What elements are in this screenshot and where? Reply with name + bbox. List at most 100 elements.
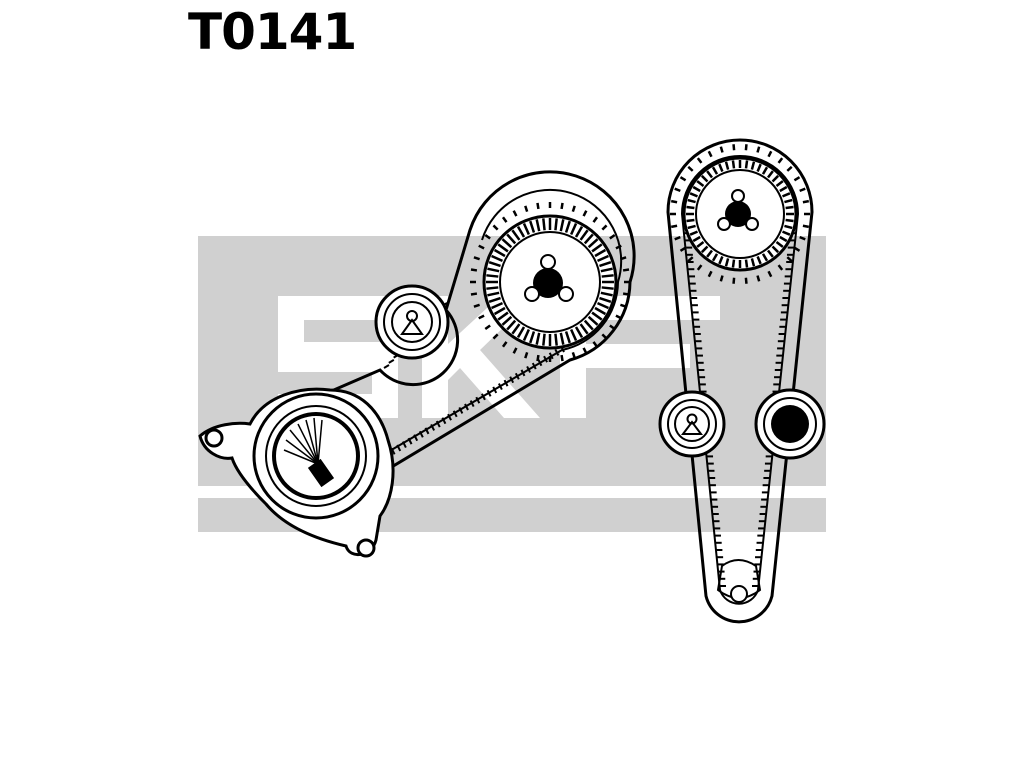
belt-tooth xyxy=(413,434,419,442)
gear-tooth xyxy=(594,248,607,258)
gear-tooth xyxy=(570,328,578,341)
gear-tooth xyxy=(501,341,508,348)
gear-tooth xyxy=(522,328,530,341)
belt-tooth xyxy=(526,366,532,373)
gear-tooth xyxy=(756,163,762,172)
gear-tooth xyxy=(744,144,748,151)
timing-belt-short xyxy=(666,138,814,624)
gear-tooth xyxy=(484,324,491,331)
gear-tooth xyxy=(579,229,589,241)
gear-tooth xyxy=(777,264,784,271)
gear-tooth xyxy=(750,258,756,267)
idler-left-hub-icon xyxy=(681,413,703,435)
gear-tooth xyxy=(594,306,607,316)
belt-tooth xyxy=(424,427,430,435)
belt-tooth xyxy=(383,364,390,369)
gear-tooth xyxy=(700,174,709,183)
gear-tooth xyxy=(487,291,500,297)
gear-tooth xyxy=(782,230,791,236)
gear-tooth xyxy=(706,170,713,179)
gear-tooth xyxy=(583,319,594,331)
gear-tooth xyxy=(486,286,499,290)
gear-tooth xyxy=(601,333,608,340)
belt-tooth xyxy=(497,383,503,390)
gear-tooth xyxy=(591,243,603,253)
watermark-letter-s xyxy=(278,296,398,418)
gear-tooth xyxy=(779,235,788,243)
upper-pulley-teeth xyxy=(686,160,794,268)
camshaft-pulley-teeth xyxy=(486,218,614,346)
belt-tooth xyxy=(531,362,537,370)
gear-tooth xyxy=(674,235,681,241)
gear-tooth xyxy=(511,229,521,241)
gear-tooth xyxy=(491,302,504,310)
belt-tooth xyxy=(458,406,464,414)
gear-tooth xyxy=(767,170,774,179)
gear-tooth xyxy=(767,270,773,278)
belt-tooth xyxy=(401,441,407,448)
gear-tooth xyxy=(536,202,540,210)
gear-tooth xyxy=(785,218,794,223)
idler-pulley-left xyxy=(658,390,726,458)
gear-tooth xyxy=(775,180,784,187)
gear-tooth xyxy=(478,314,485,320)
gear-tooth xyxy=(793,176,801,182)
gear-tooth xyxy=(599,296,612,303)
gear-tooth xyxy=(756,275,761,282)
gear-tooth xyxy=(744,259,749,268)
gear-tooth xyxy=(696,264,703,271)
gear-tooth xyxy=(506,233,517,245)
gear-tooth xyxy=(777,157,784,164)
belt-tooth xyxy=(537,359,543,367)
gear-tooth xyxy=(686,205,695,210)
gear-tooth xyxy=(775,241,784,248)
gear-tooth xyxy=(696,241,705,248)
gear-tooth xyxy=(579,323,589,335)
gear-tooth xyxy=(564,220,571,233)
tensioner-hub-icon xyxy=(400,310,424,335)
gear-tooth xyxy=(501,238,513,249)
gear-tooth xyxy=(478,244,485,250)
gear-tooth xyxy=(554,218,558,231)
gear-tooth xyxy=(600,291,613,297)
gear-tooth xyxy=(802,224,810,229)
belt-tooth xyxy=(509,376,515,384)
gear-tooth xyxy=(670,199,678,204)
gear-tooth xyxy=(719,146,724,153)
gear-tooth xyxy=(782,192,791,198)
belt-long-teeth xyxy=(368,202,630,469)
gear-tooth xyxy=(536,354,540,362)
gear-tooth xyxy=(512,347,518,354)
gear-tooth xyxy=(784,198,793,204)
gear-tooth xyxy=(529,331,536,344)
belt-tooth xyxy=(543,355,548,363)
gear-tooth xyxy=(799,235,806,241)
gear-tooth xyxy=(488,296,501,303)
gear-tooth xyxy=(609,233,616,240)
gear-tooth xyxy=(511,323,521,335)
gear-tooth xyxy=(592,216,599,223)
gear-tooth xyxy=(771,174,780,183)
gear-tooth xyxy=(692,235,701,243)
belt-tooth xyxy=(435,420,441,428)
gear-tooth xyxy=(732,277,736,284)
gear-tooth xyxy=(506,319,517,331)
gear-tooth xyxy=(497,243,509,253)
gear-tooth xyxy=(619,303,627,308)
gear-tooth xyxy=(786,256,793,263)
gear-tooth xyxy=(719,275,724,282)
idler-pulley-right xyxy=(754,388,826,460)
water-pump-impeller-icon xyxy=(283,417,335,488)
gear-tooth xyxy=(560,354,564,362)
belt-tooth xyxy=(452,410,458,418)
gear-tooth xyxy=(487,267,500,273)
gear-tooth xyxy=(731,259,736,268)
gear-tooth xyxy=(601,224,608,231)
belt-tooth xyxy=(430,424,436,431)
gear-tooth xyxy=(599,261,612,268)
gear-tooth xyxy=(615,244,622,250)
gear-tooth xyxy=(524,351,529,359)
gear-tooth xyxy=(559,332,565,345)
belt-tooth xyxy=(464,403,469,411)
belt-tooth xyxy=(396,444,402,452)
